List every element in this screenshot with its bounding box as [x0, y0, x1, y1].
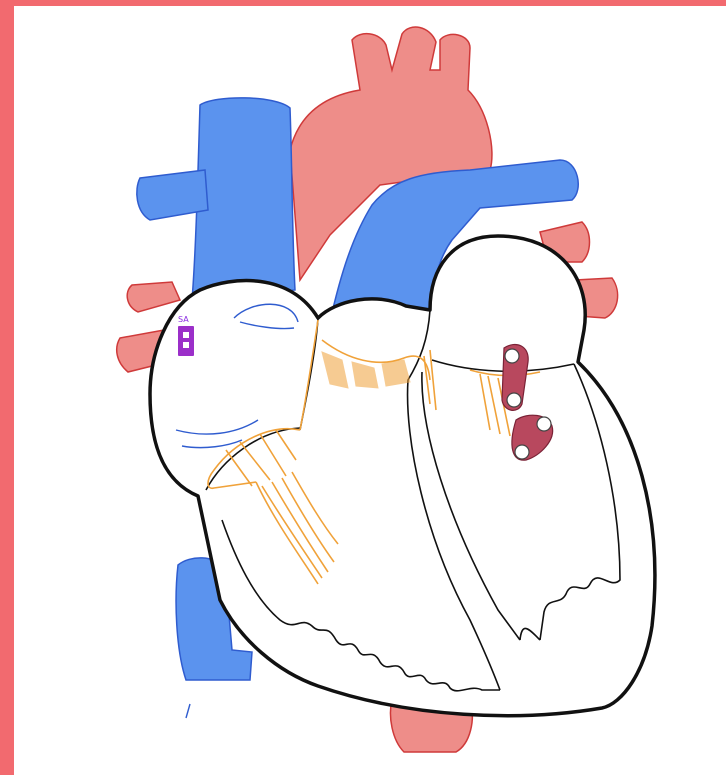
sa-node-label: SA	[178, 315, 189, 324]
superior-vena-cava	[137, 98, 295, 300]
stray-mark	[186, 704, 190, 718]
